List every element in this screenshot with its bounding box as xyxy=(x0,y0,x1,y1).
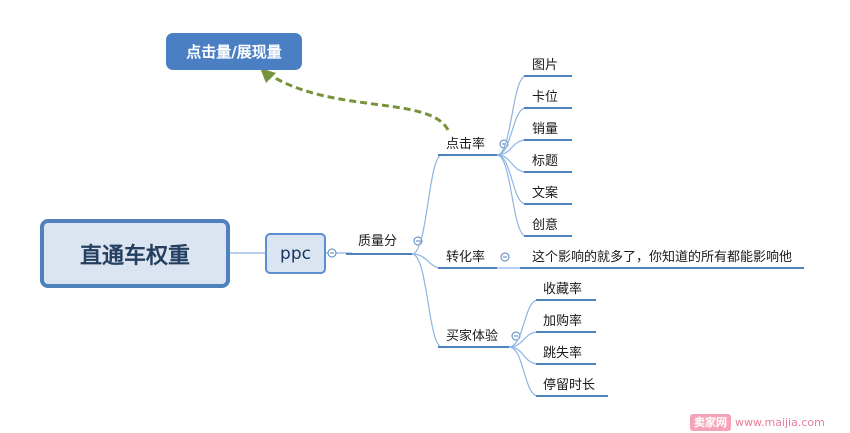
ctr-label[interactable]: 点击率 xyxy=(446,137,486,152)
conversion-child-note[interactable]: 这个影响的就多了，你知道的所有都能影响他 xyxy=(532,250,793,265)
buyer-child-favorites[interactable]: 收藏率 xyxy=(543,282,583,297)
ppc-label: ppc xyxy=(280,243,311,264)
watermark: 卖家网 www.maijia.com xyxy=(690,413,825,431)
quality-score-label[interactable]: 质量分 xyxy=(358,234,398,249)
buyer-child-add-to-cart[interactable]: 加购率 xyxy=(543,314,583,329)
ctr-child-sales[interactable]: 销量 xyxy=(532,122,559,137)
buyer-child-bounce[interactable]: 跳失率 xyxy=(543,346,583,361)
watermark-logo: 卖家网 xyxy=(690,413,731,431)
buyer-experience-label[interactable]: 买家体验 xyxy=(446,329,499,344)
watermark-url: www.maijia.com xyxy=(735,415,825,429)
ctr-child-position[interactable]: 卡位 xyxy=(532,90,559,105)
ctr-child-title[interactable]: 标题 xyxy=(532,154,559,169)
callout-node[interactable]: 点击量/展现量 xyxy=(166,33,302,70)
callout-label: 点击量/展现量 xyxy=(186,43,282,61)
conversion-label[interactable]: 转化率 xyxy=(446,250,486,265)
ctr-child-image[interactable]: 图片 xyxy=(532,58,559,73)
ppc-node[interactable]: ppc xyxy=(265,233,326,274)
root-node[interactable]: 直通车权重 xyxy=(40,219,230,288)
root-label: 直通车权重 xyxy=(79,243,190,269)
ctr-child-copy[interactable]: 文案 xyxy=(532,186,559,201)
arrow-head-icon xyxy=(260,68,276,83)
dashed-arrow xyxy=(266,71,450,131)
buyer-child-dwell-time[interactable]: 停留时长 xyxy=(543,378,596,393)
ctr-child-creative[interactable]: 创意 xyxy=(532,218,559,233)
